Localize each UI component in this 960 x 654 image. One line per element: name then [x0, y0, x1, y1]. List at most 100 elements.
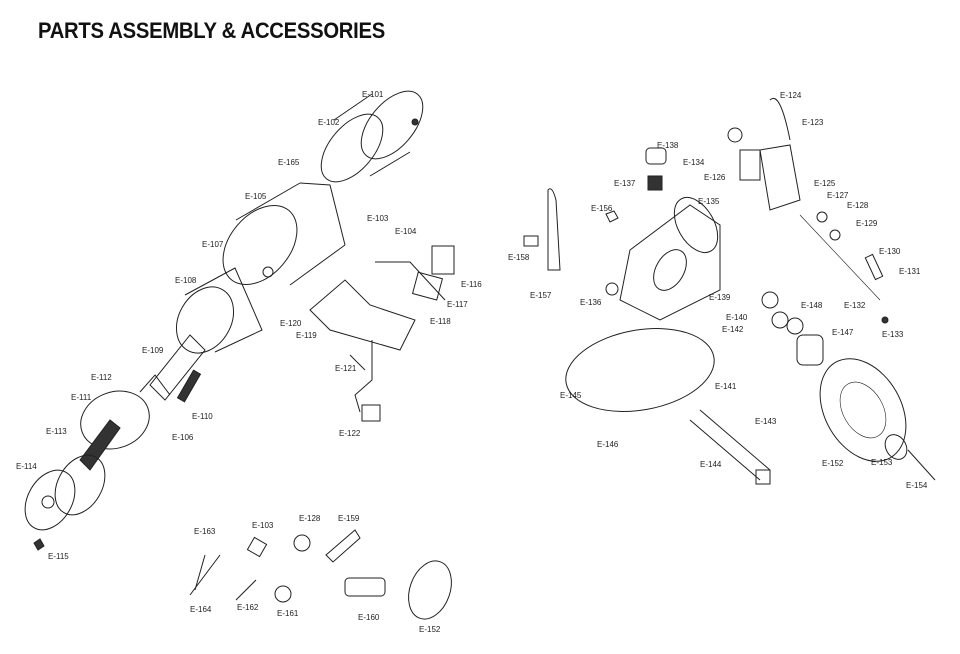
label-e165: E-165	[278, 158, 300, 167]
label-e127: E-127	[827, 191, 849, 200]
page-title: PARTS ASSEMBLY & ACCESSORIES	[38, 18, 385, 43]
label-e124: E-124	[780, 91, 802, 100]
label-e130: E-130	[879, 247, 901, 256]
nut-e158	[523, 235, 539, 247]
label-e152: E-152	[822, 459, 844, 468]
label-e129: E-129	[856, 219, 878, 228]
label-e156: E-156	[591, 204, 613, 213]
label-e123: E-123	[802, 118, 824, 127]
armature	[139, 334, 206, 401]
gear-e113	[79, 419, 121, 471]
label-e162: E-162	[237, 603, 259, 612]
label-e106: E-106	[172, 433, 194, 442]
label-e118: E-118	[430, 317, 451, 326]
washer-e148a	[761, 291, 779, 309]
washer-top	[727, 127, 743, 143]
brush-e103	[246, 536, 268, 558]
label-e132: E-132	[844, 301, 866, 310]
label-e116: E-116	[461, 280, 482, 289]
label-e157: E-157	[530, 291, 552, 300]
rail-end	[755, 469, 771, 485]
label-e144: E-144	[700, 460, 722, 469]
base-plate-e145	[565, 328, 715, 412]
label-e103-accessory: E-103	[252, 521, 274, 530]
label-e109: E-109	[142, 346, 164, 355]
tool-e162	[235, 579, 257, 601]
label-e143: E-143	[755, 417, 777, 426]
washer-e136	[605, 282, 619, 296]
switch-bracket	[309, 245, 455, 351]
label-e146: E-146	[597, 440, 619, 449]
case-e160	[344, 577, 386, 597]
washer-e148b	[771, 311, 789, 329]
label-e114: E-114	[16, 462, 37, 471]
label-e148: E-148	[801, 301, 823, 310]
label-e131: E-131	[899, 267, 921, 276]
label-e134: E-134	[683, 158, 705, 167]
motor-cover-ring	[320, 90, 424, 183]
label-e160: E-160	[358, 613, 380, 622]
label-e108: E-108	[175, 276, 197, 285]
label-e111: E-111	[71, 393, 92, 402]
nut-e156	[605, 210, 619, 223]
label-e105: E-105	[245, 192, 267, 201]
label-e135: E-135	[698, 197, 720, 206]
gearbox-housing	[24, 454, 106, 531]
label-e126: E-126	[704, 173, 726, 182]
label-e119: E-119	[296, 331, 317, 340]
label-e141: E-141	[715, 382, 737, 391]
label-e158: E-158	[508, 253, 530, 262]
switch-e122	[361, 404, 381, 422]
main-casting	[619, 204, 721, 321]
label-e104: E-104	[395, 227, 417, 236]
label-e107: E-107	[202, 240, 224, 249]
label-e112: E-112	[91, 373, 112, 382]
label-e120: E-120	[280, 319, 302, 328]
motor-housing	[222, 182, 346, 286]
label-e164: E-164	[190, 605, 212, 614]
nut-e115	[33, 538, 45, 551]
cord-e122	[354, 340, 373, 413]
label-e115: E-115	[48, 552, 69, 561]
cutter-e157	[547, 188, 561, 271]
label-e136: E-136	[580, 298, 602, 307]
label-e128-accessory: E-128	[299, 514, 321, 523]
label-e139: E-139	[709, 293, 731, 302]
gasket-e111	[80, 390, 150, 450]
brush-e110	[176, 369, 202, 403]
label-e122: E-122	[339, 429, 361, 438]
label-e125: E-125	[814, 179, 836, 188]
casting-bore	[653, 249, 687, 291]
label-e137: E-137	[614, 179, 636, 188]
label-e145: E-145	[560, 391, 582, 400]
collet-e137	[647, 175, 663, 191]
key-e161	[274, 585, 292, 603]
screwdriver-e163	[194, 554, 206, 591]
grinding-wheel-e152	[819, 358, 907, 462]
nut-e133	[881, 316, 889, 324]
label-e102: E-102	[318, 118, 340, 127]
screw-e121	[349, 354, 366, 371]
gear-e147	[796, 334, 824, 366]
flange-e153	[884, 434, 908, 460]
bolt-e154	[907, 449, 936, 481]
label-e121: E-121	[335, 364, 357, 373]
bushing-e130	[864, 253, 884, 281]
washer-e128	[816, 211, 828, 223]
label-e101: E-101	[362, 90, 384, 99]
clamp-e125	[739, 97, 801, 211]
field-coil	[175, 267, 263, 354]
bearing-e128	[293, 534, 311, 552]
grease-tube-e159	[325, 529, 361, 563]
label-e147: E-147	[832, 328, 854, 337]
label-e138: E-138	[657, 141, 679, 150]
label-e159: E-159	[338, 514, 360, 523]
shaft-e132	[799, 214, 881, 301]
label-e113: E-113	[46, 427, 67, 436]
label-e103: E-103	[367, 214, 389, 223]
label-e133: E-133	[882, 330, 904, 339]
label-e110: E-110	[192, 412, 213, 421]
label-e163: E-163	[194, 527, 216, 536]
